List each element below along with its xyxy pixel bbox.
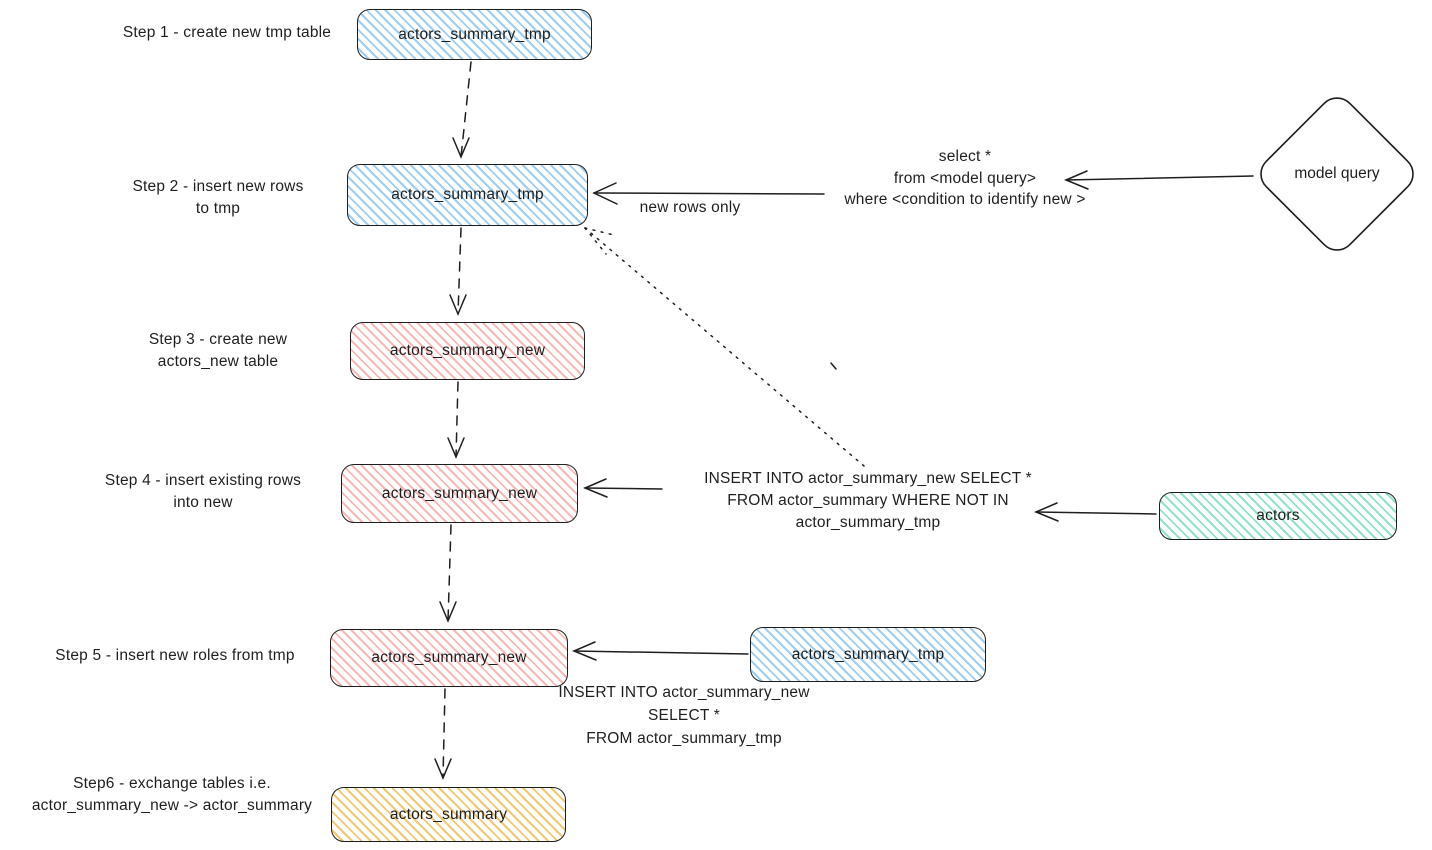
step1-label-line: Step 1 - create new tmp table [122, 24, 332, 41]
arrow-step5-to-step6 [434, 688, 452, 780]
node-step5-actors-summary-tmp: actors_summary_tmp [750, 627, 986, 682]
step4-label-line: Step 4 - insert existing rows [104, 472, 302, 489]
node-label: actors_summary_tmp [398, 25, 551, 43]
insert-step4-annotation: INSERT INTO actor_summary_new SELECT * F… [656, 468, 1080, 534]
select-query-line: select * [938, 148, 992, 165]
insert-step5-line: SELECT * [648, 707, 720, 724]
node-label: actors_summary_new [371, 649, 527, 666]
arrow-modelquery-to-select [1064, 170, 1254, 190]
stray-mark [830, 362, 837, 370]
arrow-step2-to-step3 [449, 227, 467, 316]
step6-label: Step6 - exchange tables i.e. actor_summa… [5, 773, 339, 817]
step4-label-line: into new [173, 494, 233, 511]
node-step2-actors-summary-tmp: actors_summary_tmp [347, 164, 588, 226]
step2-label-line: to tmp [195, 200, 241, 217]
node-label: actors_summary [389, 805, 508, 823]
node-label: actors_summary_new [381, 484, 538, 502]
step4-label: Step 4 - insert existing rows into new [81, 470, 325, 514]
insert-step5-annotation: INSERT INTO actor_summary_new SELECT * F… [523, 681, 845, 750]
insert-step5-line: INSERT INTO actor_summary_new [558, 684, 810, 701]
arrow-step1-to-step2 [452, 61, 472, 159]
model-query-diamond [1260, 97, 1414, 251]
new-rows-only-text: new rows only [639, 199, 741, 216]
select-query-line: from <model query> [893, 169, 1037, 187]
arrow-dotted-insert4-to-step2 [584, 227, 865, 467]
step3-label-line: actors_new table [157, 353, 279, 370]
arrow-insert4-to-step4 [583, 478, 663, 498]
arrow-actors-to-insert4 [1034, 502, 1157, 522]
insert-step4-line: INSERT INTO actor_summary_new SELECT * [704, 470, 1032, 487]
step5-label: Step 5 - insert new roles from tmp [23, 645, 327, 667]
model-query-label: model query [1294, 165, 1380, 182]
arrow-newrows-to-step2 [592, 182, 825, 205]
step5-label-line: Step 5 - insert new roles from tmp [55, 647, 295, 664]
arrow-step3-to-step4 [447, 381, 465, 459]
step3-label: Step 3 - create new actors_new table [106, 329, 330, 373]
arrow-step4-to-step5 [439, 524, 457, 623]
node-step6-actors-summary: actors_summary [331, 787, 566, 842]
select-query-annotation: select * from <model query> where <condi… [745, 146, 1185, 211]
arrow-step5tmp-to-step5new [572, 641, 749, 661]
step2-label: Step 2 - insert new rows to tmp [106, 176, 330, 220]
new-rows-only-label: new rows only [630, 197, 750, 219]
node-label: actors_summary_tmp [791, 645, 945, 663]
step2-label-line: Step 2 - insert new rows [132, 178, 304, 195]
insert-step4-line: FROM actor_summary WHERE NOT IN [727, 492, 1009, 509]
node-step4-actors-summary-new: actors_summary_new [341, 464, 578, 523]
step6-label-line: Step6 - exchange tables i.e. [73, 775, 271, 792]
insert-step4-line: actor_summary_tmp [795, 514, 941, 531]
select-query-line: where <condition to identify new > [844, 191, 1086, 208]
step6-label-line: actor_summary_new -> actor_summary [31, 797, 313, 814]
node-step5-actors-summary-new: actors_summary_new [330, 629, 568, 687]
node-actors: actors [1159, 492, 1397, 540]
insert-step5-line: FROM actor_summary_tmp [586, 730, 782, 747]
step3-label-line: Step 3 - create new [148, 331, 288, 348]
node-label: actors_summary_new [389, 342, 546, 359]
node-label: actors [1256, 507, 1300, 524]
node-label: actors_summary_tmp [391, 186, 544, 203]
step1-label: Step 1 - create new tmp table [95, 22, 359, 44]
node-step3-actors-summary-new: actors_summary_new [350, 322, 585, 380]
node-step1-actors-summary-tmp: actors_summary_tmp [357, 9, 592, 60]
